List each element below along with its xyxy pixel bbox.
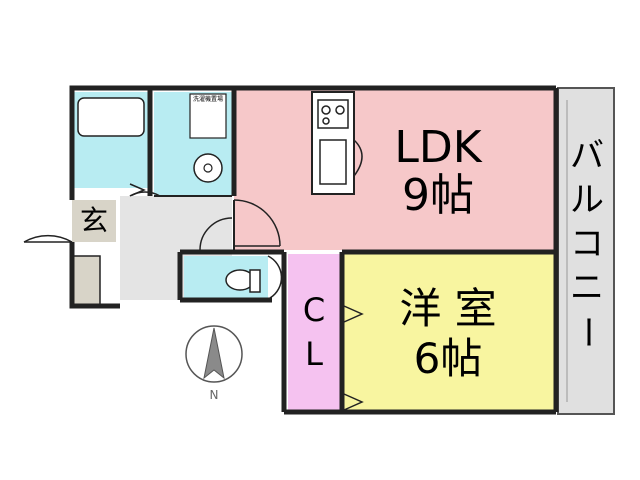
doors <box>23 191 283 299</box>
western-name: 洋 室 <box>399 284 497 333</box>
western-size: 6帖 <box>413 334 483 383</box>
compass-label: N <box>209 388 219 402</box>
bathtub-icon <box>77 97 145 137</box>
stove-icon <box>317 99 349 129</box>
washer-place <box>189 93 227 139</box>
ldk-label: LDK 9帖 <box>378 124 498 220</box>
sink-icon <box>319 139 347 185</box>
closet <box>288 254 340 414</box>
ldk-size: 9帖 <box>402 170 474 221</box>
balcony-char: ー <box>567 315 607 349</box>
ldk-name: LDK <box>394 122 482 173</box>
ldk-room <box>234 90 556 250</box>
entrance-label: 玄 <box>79 204 108 237</box>
balcony-char: バ <box>570 136 604 176</box>
closet-label: C L <box>290 288 338 376</box>
washer-place-label: 洗濯機置場 <box>192 96 223 103</box>
compass <box>185 325 243 383</box>
washbasin-icon <box>193 153 223 183</box>
shoe-box <box>71 255 101 307</box>
balcony-label: バ ル コ ニ ー <box>564 134 610 354</box>
balcony-char: コ <box>570 224 604 264</box>
walls <box>69 85 559 415</box>
western-label: 洋 室 6帖 <box>388 284 508 384</box>
balcony-char: ル <box>570 180 604 220</box>
balcony-char: ニ <box>570 268 604 308</box>
closet-top: C <box>302 291 326 329</box>
entrance <box>72 200 116 242</box>
closet-bottom: L <box>305 335 323 373</box>
western-room <box>344 254 556 410</box>
